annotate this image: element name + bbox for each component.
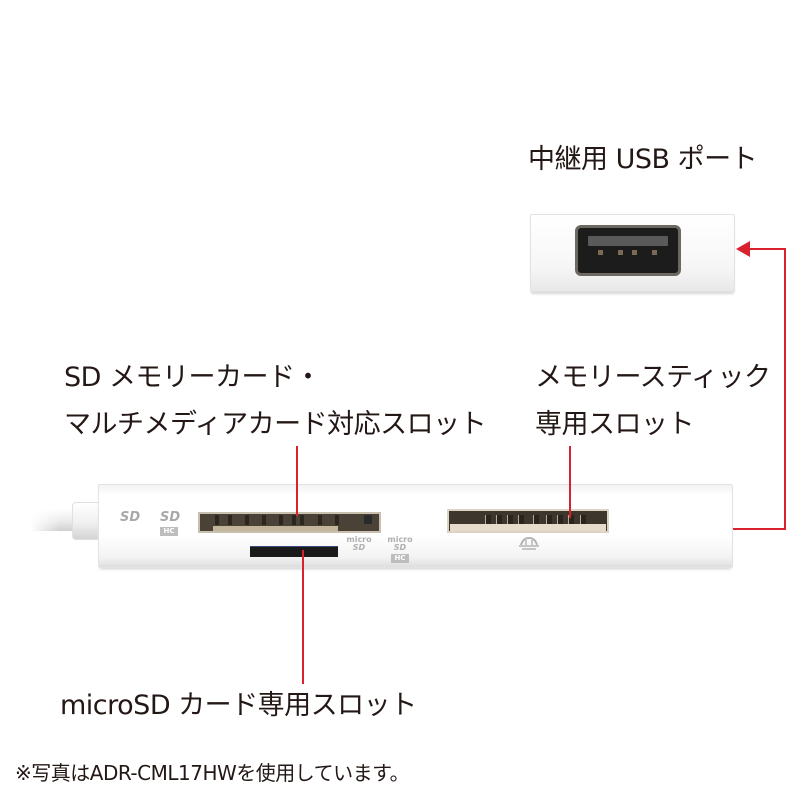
ms-contact <box>485 515 491 524</box>
ms-contact <box>557 515 563 524</box>
usb-pin <box>652 250 657 255</box>
sd-slot-label-line2: マルチメディアカード対応スロット <box>64 409 487 440</box>
sd-write-protect-sensor <box>364 515 372 524</box>
sd-contact <box>318 515 322 525</box>
sd-contact <box>292 515 296 525</box>
usb-bracket-bottom-line <box>733 528 786 530</box>
usb-pin <box>632 250 637 255</box>
ms-slot-label-line2: 専用スロット <box>535 409 695 440</box>
sd-contact <box>262 515 266 525</box>
sd-slot-label-line1: SD メモリーカード・ <box>64 362 322 393</box>
ms-contact <box>580 515 586 524</box>
ms-contact <box>533 515 539 524</box>
photo-model-note: ※写真はADR-CML17HWを使用しています。 <box>15 761 410 785</box>
microsd-logo-icon: micro SD <box>345 536 373 552</box>
usb-pin <box>618 250 623 255</box>
sd-logo-icon: SD <box>120 510 141 525</box>
microsd-card-slot <box>250 546 338 557</box>
card-reader-hub-body <box>98 484 733 568</box>
memory-stick-logo-icon <box>519 537 539 550</box>
sd-contact <box>215 515 219 525</box>
microsdhc-logo-top: micro <box>387 535 413 544</box>
ms-contact <box>546 515 552 524</box>
microsdhc-logo-bottom: SD <box>393 543 407 552</box>
microsdhc-badge: HC <box>391 554 409 563</box>
usb-bracket-vertical-line <box>784 248 786 530</box>
sdhc-badge: HC <box>160 527 178 536</box>
ms-slot-label-line1: メモリースティック <box>535 362 771 393</box>
memory-stick-slot-base <box>450 524 606 531</box>
usb-bracket-top-line <box>748 248 786 250</box>
sd-contact <box>245 515 249 525</box>
ms-slot-leader-line <box>569 446 571 518</box>
microsd-slot-label: microSD カード専用スロット <box>60 690 417 721</box>
ms-contact <box>496 515 502 524</box>
sd-contact <box>300 515 304 525</box>
usb-port-tongue <box>588 236 668 246</box>
sd-contact <box>228 515 232 525</box>
usb-port-opening <box>575 225 681 276</box>
sd-slot-leader-line <box>296 446 298 516</box>
ms-contact <box>568 515 574 524</box>
arrow-left-icon <box>736 241 750 257</box>
sd-contact <box>335 515 339 525</box>
sd-contact <box>279 515 283 525</box>
ms-contact <box>507 515 513 524</box>
sd-contact-base <box>213 526 338 531</box>
microsd-slot-leader-line <box>302 550 304 684</box>
microsdhc-logo-icon: micro SD <box>386 536 414 552</box>
usb-cable <box>30 509 80 531</box>
usb-port-label: 中継用 USB ポート <box>528 144 758 175</box>
usb-pin <box>598 250 603 255</box>
ms-contact <box>518 515 524 524</box>
microsd-logo-top: micro <box>346 535 372 544</box>
microsd-logo-bottom: SD <box>352 543 366 552</box>
sdhc-logo-icon: SD <box>160 510 181 525</box>
